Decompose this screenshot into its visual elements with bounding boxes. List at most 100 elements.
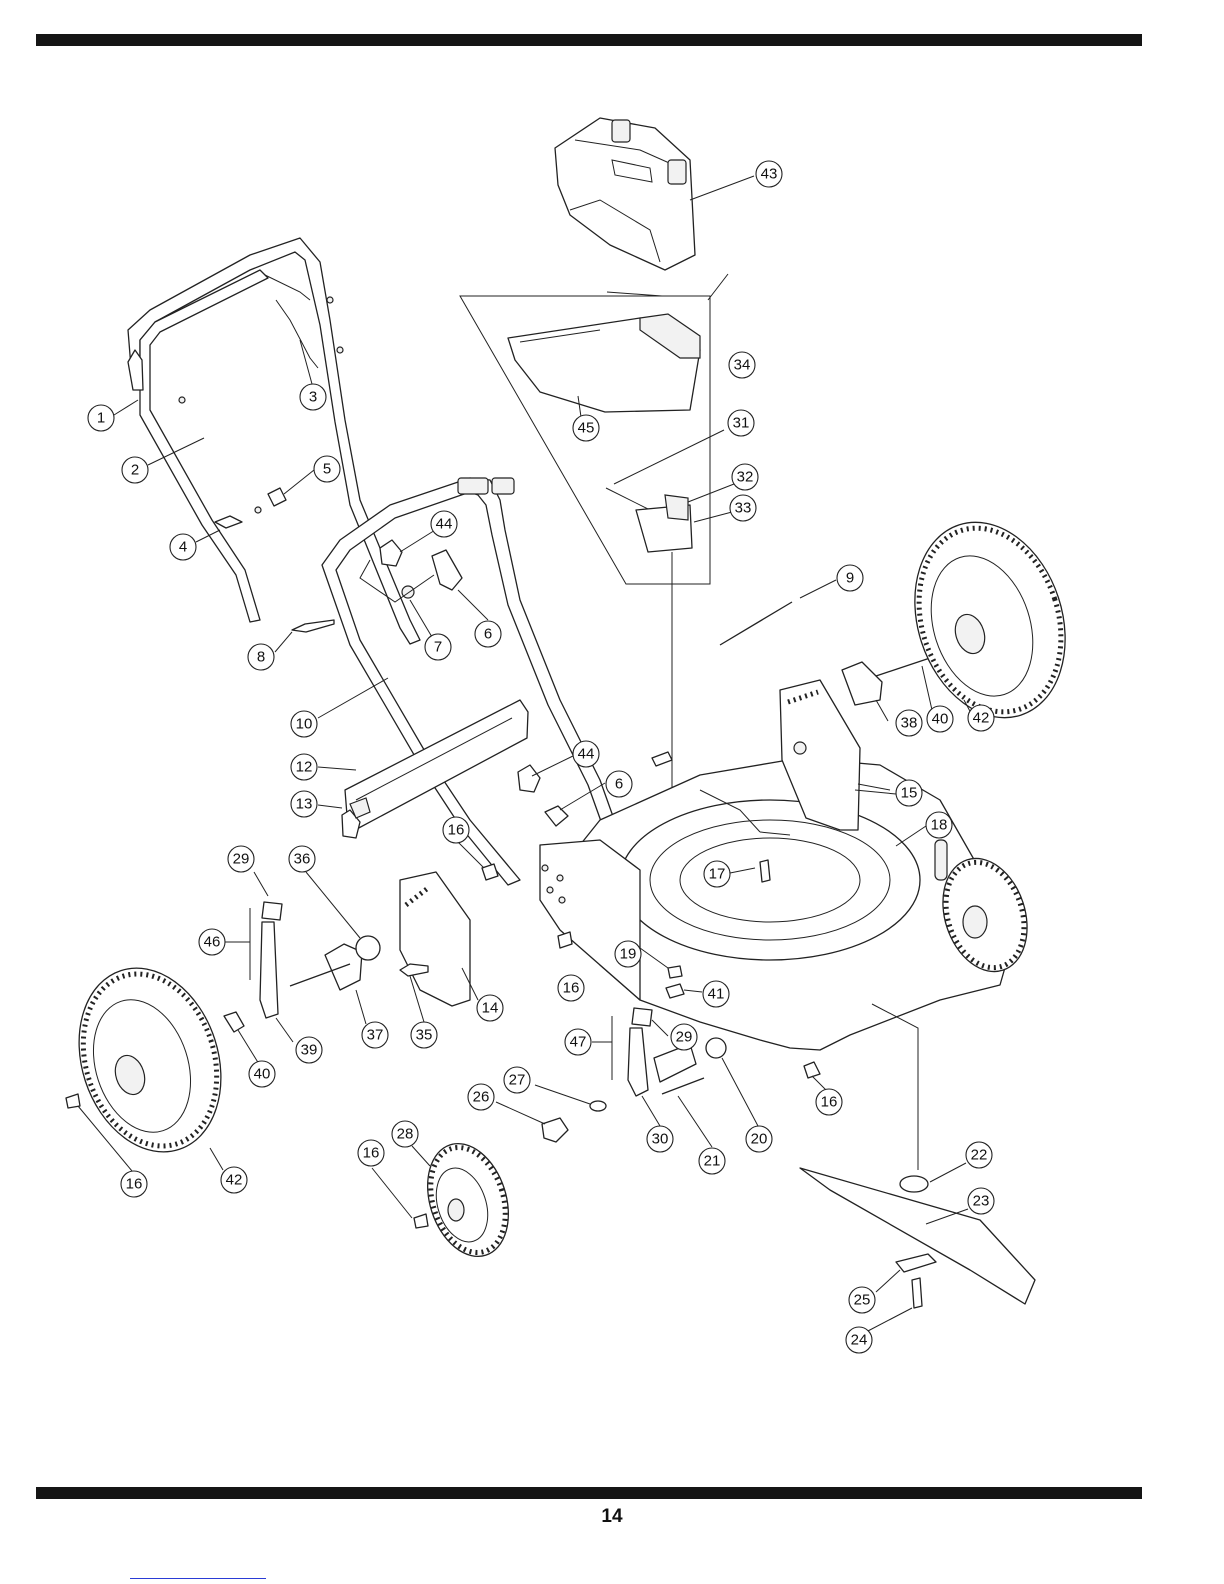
cable-tie	[215, 516, 242, 528]
svg-text:41: 41	[708, 986, 725, 1003]
callout-10: 10	[291, 711, 317, 737]
callout-43: 43	[756, 161, 782, 187]
callout-42-right: 42	[968, 705, 994, 731]
svg-text:37: 37	[367, 1027, 384, 1044]
svg-text:29: 29	[233, 851, 250, 868]
height-lever-front	[628, 1028, 648, 1096]
svg-text:5: 5	[323, 461, 331, 478]
callout-33: 33	[730, 495, 756, 521]
cable	[276, 300, 318, 368]
svg-text:32: 32	[737, 469, 754, 486]
svg-text:17: 17	[709, 866, 726, 883]
callout-28: 28	[392, 1121, 418, 1147]
grass-catcher	[555, 118, 695, 270]
svg-text:40: 40	[932, 711, 949, 728]
callout-12: 12	[291, 754, 317, 780]
callout-8: 8	[248, 644, 274, 670]
callout-32: 32	[732, 464, 758, 490]
svg-text:19: 19	[620, 946, 637, 963]
callout-6-lower: 6	[606, 771, 632, 797]
svg-text:21: 21	[704, 1153, 721, 1170]
svg-text:4: 4	[179, 539, 187, 556]
svg-text:35: 35	[416, 1027, 433, 1044]
callout-22: 22	[966, 1142, 992, 1168]
callout-9: 9	[837, 565, 863, 591]
nut-16-right	[804, 1062, 820, 1078]
svg-text:44: 44	[578, 746, 595, 763]
wheel-cap-left	[262, 902, 282, 920]
front-left-wheel	[414, 1133, 522, 1267]
spacer-26	[542, 1118, 568, 1142]
svg-text:43: 43	[761, 166, 778, 183]
callout-6-upper: 6	[475, 621, 501, 647]
footer-link-underline[interactable]	[130, 1578, 266, 1579]
svg-text:13: 13	[296, 796, 313, 813]
blade-adapter	[900, 1176, 928, 1192]
svg-text:45: 45	[578, 420, 595, 437]
callout-29-left: 29	[228, 846, 254, 872]
svg-text:9: 9	[846, 570, 854, 587]
callout-16-right: 16	[816, 1089, 842, 1115]
nut-16-front	[414, 1214, 428, 1228]
callout-1: 1	[88, 405, 114, 431]
svg-text:3: 3	[309, 389, 317, 406]
wing-knob-upper	[380, 540, 402, 566]
callout-39: 39	[296, 1037, 322, 1063]
callout-2: 2	[122, 457, 148, 483]
svg-text:12: 12	[296, 759, 313, 776]
svg-text:47: 47	[570, 1034, 587, 1051]
callout-17: 17	[704, 861, 730, 887]
blade-bell-support	[896, 1254, 936, 1272]
svg-text:16: 16	[126, 1176, 143, 1193]
star-washer	[356, 936, 380, 960]
wheel-cap-front	[632, 1008, 652, 1026]
svg-text:42: 42	[226, 1172, 243, 1189]
svg-text:36: 36	[294, 851, 311, 868]
callout-23: 23	[968, 1188, 994, 1214]
height-adjuster-left	[400, 872, 470, 1006]
svg-text:6: 6	[615, 776, 623, 793]
callout-47: 47	[565, 1029, 591, 1055]
front-axle-bolt-21	[662, 1078, 704, 1094]
callout-40-right: 40	[927, 706, 953, 732]
front-bracket	[654, 1044, 696, 1082]
axle-rod	[720, 602, 792, 645]
callout-14: 14	[477, 995, 503, 1021]
svg-text:14: 14	[482, 1000, 499, 1017]
washer-27	[590, 1101, 606, 1111]
callout-4: 4	[170, 534, 196, 560]
callout-42-left: 42	[221, 1167, 247, 1193]
callout-24: 24	[846, 1327, 872, 1353]
callout-7: 7	[425, 634, 451, 660]
bottom-rule	[36, 1487, 1142, 1499]
page-number: 14	[0, 1506, 1224, 1528]
callout-38: 38	[896, 710, 922, 736]
handle-bolt-right	[652, 752, 672, 766]
handle-knob-lower	[545, 806, 568, 826]
svg-text:46: 46	[204, 934, 221, 951]
mower-deck	[540, 758, 1010, 1050]
svg-text:16: 16	[448, 822, 465, 839]
svg-text:6: 6	[484, 626, 492, 643]
callout-40-left: 40	[249, 1061, 275, 1087]
left-rear-wheel	[56, 950, 243, 1171]
callout-18: 18	[926, 812, 952, 838]
callout-45: 45	[573, 415, 599, 441]
callout-44-lower: 44	[573, 741, 599, 767]
callout-16-front: 16	[358, 1140, 384, 1166]
nut-16-left	[66, 1094, 80, 1108]
svg-text:20: 20	[751, 1131, 768, 1148]
callout-34: 34	[729, 352, 755, 378]
svg-text:38: 38	[901, 715, 918, 732]
svg-text:10: 10	[296, 716, 313, 733]
callout-13: 13	[291, 791, 317, 817]
callout-27: 27	[504, 1067, 530, 1093]
callout-5: 5	[314, 456, 340, 482]
svg-text:18: 18	[931, 817, 948, 834]
svg-text:31: 31	[733, 415, 750, 432]
svg-text:24: 24	[851, 1332, 868, 1349]
right-rear-wheel	[891, 503, 1090, 738]
svg-text:7: 7	[434, 639, 442, 656]
callout-16-left: 16	[121, 1171, 147, 1197]
